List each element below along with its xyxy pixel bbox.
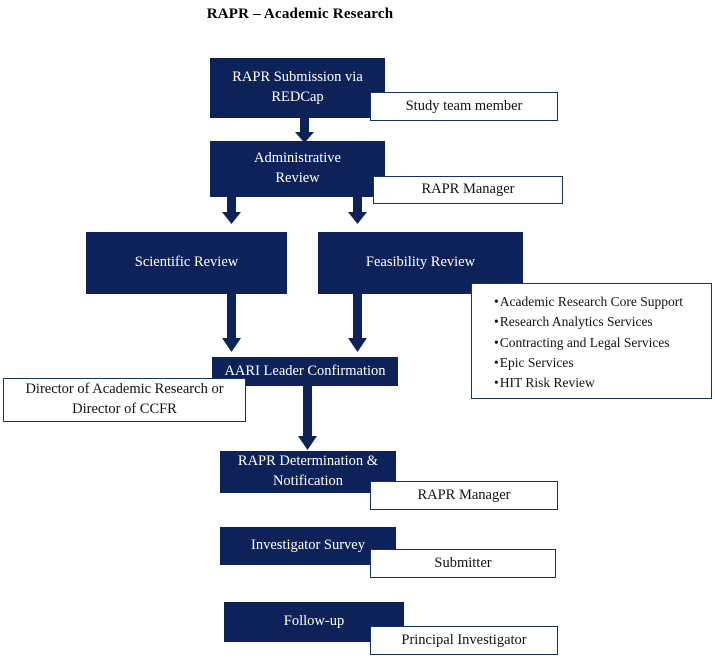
list-item: Research Analytics Services (494, 312, 701, 332)
role-note-label: RAPR Manager (417, 486, 511, 503)
list-item: Academic Research Core Support (494, 292, 701, 312)
arrow-aari-to-determination (298, 386, 317, 450)
process-label-line1: RAPR Submission via (232, 69, 363, 86)
role-note-label-line1: Director of Academic Research or (25, 381, 224, 398)
role-note-label: RAPR Manager (421, 181, 515, 198)
role-note-principal-investigator[interactable]: Principal Investigator (370, 626, 558, 655)
list-item: Epic Services (494, 353, 701, 373)
page-title: RAPR – Academic Research (206, 6, 394, 22)
arrow-administrative-to-feasibility (348, 196, 367, 224)
feasibility-services-list[interactable]: Academic Research Core Support Research … (471, 283, 712, 399)
process-label-line1: Investigator Survey (251, 537, 365, 554)
process-box-scientific-review[interactable]: Scientific Review (86, 232, 287, 294)
process-box-submission[interactable]: RAPR Submission via REDCap (210, 58, 385, 118)
process-label-line2: Notification (272, 473, 344, 489)
role-note-label-line2: Director of CCFR (72, 401, 177, 417)
role-note-submitter[interactable]: Submitter (370, 549, 556, 578)
process-box-investigator-survey[interactable]: Investigator Survey (220, 527, 396, 565)
process-label-line2: Review (275, 170, 320, 186)
process-box-administrative-review[interactable]: Administrative Review (210, 141, 385, 197)
process-label-line1: Follow-up (283, 613, 345, 630)
process-box-aari-leader-confirmation[interactable]: AARI Leader Confirmation (212, 357, 398, 386)
process-box-rapr-determination[interactable]: RAPR Determination & Notification (220, 451, 396, 493)
process-label-line1: Scientific Review (134, 254, 239, 271)
process-label-line1: AARI Leader Confirmation (224, 362, 386, 379)
process-label-line2: REDCap (271, 89, 324, 105)
role-note-label: Principal Investigator (401, 631, 527, 648)
arrow-scientific-to-aari (222, 294, 241, 352)
role-note-label: Submitter (434, 554, 492, 571)
list-item: Contracting and Legal Services (494, 333, 701, 353)
process-label-line1: Administrative (254, 150, 341, 167)
role-note-study-team-member[interactable]: Study team member (370, 92, 558, 121)
role-note-director-roles[interactable]: Director of Academic Research or Directo… (3, 378, 246, 422)
arrow-administrative-to-scientific (222, 196, 241, 224)
arrow-feasibility-to-aari (348, 294, 367, 352)
role-note-label: Study team member (405, 97, 523, 114)
list-item: HIT Risk Review (494, 373, 701, 393)
process-label-line1: Feasibility Review (365, 254, 476, 271)
arrow-submission-to-administrative (295, 118, 314, 143)
role-note-rapr-manager-determination[interactable]: RAPR Manager (370, 481, 558, 510)
role-note-rapr-manager-admin[interactable]: RAPR Manager (373, 176, 563, 204)
process-label-line1: RAPR Determination & (237, 453, 379, 470)
